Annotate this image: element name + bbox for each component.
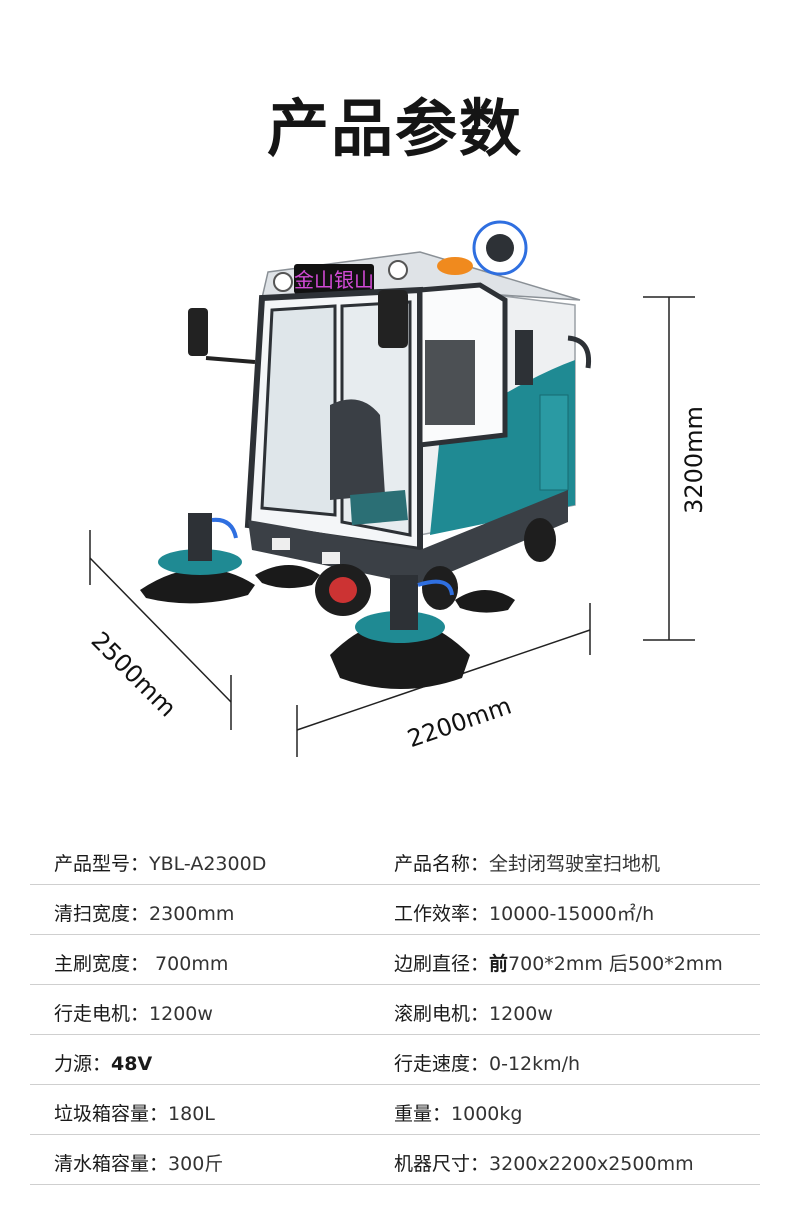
spec-row: 产品型号：YBL-A2300D 产品名称：全封闭驾驶室扫地机 xyxy=(30,835,760,885)
spec-label: 重量： xyxy=(394,1103,452,1125)
height-dimension: 3200mm xyxy=(643,296,708,641)
spec-label: 滚刷电机： xyxy=(394,1003,490,1025)
spec-row: 主刷宽度： 700mm 边刷直径：前700*2mm 后500*2mm xyxy=(30,935,760,985)
page-title: 产品参数 xyxy=(266,92,523,165)
front-diameter: 700*2mm xyxy=(508,953,603,975)
power-value: 48V xyxy=(111,1053,153,1075)
spec-label: 产品名称： xyxy=(394,853,490,875)
spec-table: 产品型号：YBL-A2300D 产品名称：全封闭驾驶室扫地机 清扫宽度：2300… xyxy=(30,835,760,1185)
spec-label: 边刷直径： xyxy=(394,953,490,975)
spec-value: 1000kg xyxy=(451,1103,523,1125)
spec-row: 力源：48V 行走速度：0-12km/h xyxy=(30,1035,760,1085)
spec-value: 180L xyxy=(168,1103,215,1125)
cab-sign-text: 金山银山 xyxy=(294,268,374,292)
spec-value: 1200w xyxy=(149,1003,213,1025)
spec-value: 3200x2200x2500mm xyxy=(489,1153,694,1175)
spec-value: YBL-A2300D xyxy=(149,853,267,875)
spec-value: 300斤 xyxy=(168,1153,224,1175)
spec-label: 产品型号： xyxy=(54,853,150,875)
spec-value: 前700*2mm 后500*2mm xyxy=(489,953,723,975)
spec-label: 清扫宽度： xyxy=(54,903,150,925)
sweeper-machine-illustration: 金山银山 xyxy=(140,220,592,689)
spec-label: 垃圾箱容量： xyxy=(54,1103,169,1125)
spec-value: 48V xyxy=(111,1053,152,1075)
spec-value: 2300mm xyxy=(149,903,235,925)
spec-label: 行走电机： xyxy=(54,1003,150,1025)
depth-label: 2500mm xyxy=(86,626,182,722)
height-label: 3200mm xyxy=(680,406,708,514)
spec-row: 垃圾箱容量：180L 重量：1000kg xyxy=(30,1085,760,1135)
front-prefix: 前 xyxy=(489,953,509,975)
back-diameter: 后500*2mm xyxy=(602,953,723,975)
spec-value: 10000-15000㎡/h xyxy=(489,903,655,925)
spec-value: 0-12km/h xyxy=(489,1053,581,1075)
spec-row: 清水箱容量：300斤 机器尺寸：3200x2200x2500mm xyxy=(30,1135,760,1185)
spec-label: 清水箱容量： xyxy=(54,1153,169,1175)
spec-row: 行走电机：1200w 滚刷电机：1200w xyxy=(30,985,760,1035)
width-label: 2200mm xyxy=(404,692,515,754)
spec-label: 主刷宽度： xyxy=(54,953,150,975)
spec-value: 全封闭驾驶室扫地机 xyxy=(489,853,661,875)
spec-label: 机器尺寸： xyxy=(394,1153,490,1175)
spec-value: 700mm xyxy=(149,953,229,975)
spec-label: 力源： xyxy=(54,1053,112,1075)
spec-label: 工作效率： xyxy=(394,903,490,925)
spec-value: 1200w xyxy=(489,1003,553,1025)
product-figure: 3200mm 2500mm 2200mm 金山银山 xyxy=(86,220,708,757)
spec-label: 行走速度： xyxy=(394,1053,490,1075)
spec-row: 清扫宽度：2300mm 工作效率：10000-15000㎡/h xyxy=(30,885,760,935)
